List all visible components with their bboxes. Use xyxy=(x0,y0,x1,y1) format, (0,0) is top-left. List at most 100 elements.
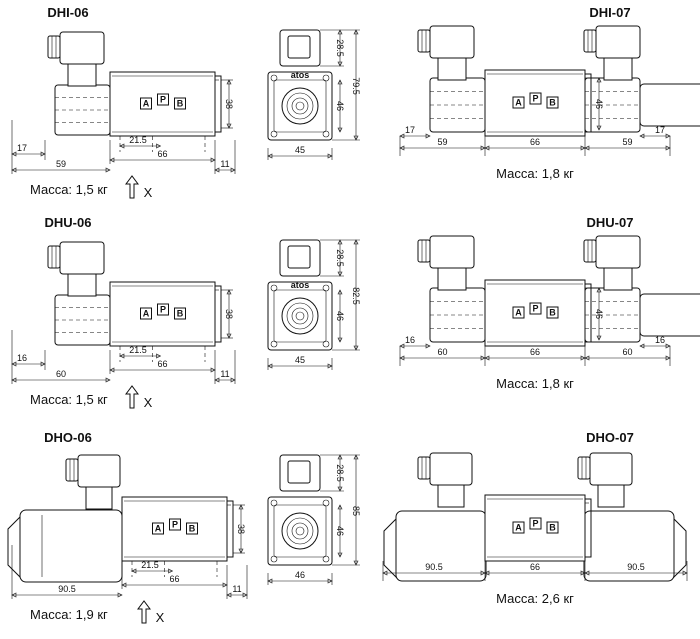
bore-ring xyxy=(281,512,319,550)
port-p-box xyxy=(529,517,542,530)
dimension-arrow xyxy=(484,355,490,361)
dim-total: 82.5 xyxy=(351,287,361,305)
port-p-label: P xyxy=(532,304,538,314)
port-p-label: P xyxy=(532,519,538,529)
solenoid-tube xyxy=(19,509,123,583)
dimension-arrow xyxy=(353,454,359,460)
dimension-arrow xyxy=(580,145,586,151)
dim-height: 46 xyxy=(594,99,604,109)
dimension-arrow xyxy=(596,125,602,131)
dimension-arrow xyxy=(11,167,17,173)
port-a-label: A xyxy=(143,99,150,109)
dim-mid: 46 xyxy=(335,526,345,536)
dim-right: 11 xyxy=(220,369,229,379)
dimension-arrow xyxy=(267,153,273,159)
dim-mid: 66 xyxy=(157,359,167,369)
dim-height: 38 xyxy=(224,99,234,109)
port-p-box xyxy=(529,92,542,105)
override-cap-left xyxy=(383,516,399,580)
dimension-arrow xyxy=(214,167,220,173)
dimension-arrow xyxy=(168,568,174,574)
body-flange xyxy=(215,75,222,133)
dimension-arrow xyxy=(109,157,115,163)
connector-neck xyxy=(437,267,467,291)
mount-screw xyxy=(270,340,278,348)
dim-total: 60 xyxy=(56,369,66,379)
dimension-arrow xyxy=(480,145,486,151)
brand-mark: atos xyxy=(291,280,310,290)
dimension-arrow xyxy=(484,570,490,576)
dimension-arrow xyxy=(337,79,343,85)
bore-ring xyxy=(286,517,314,545)
dimension-arrow xyxy=(580,570,586,576)
dimension-arrow xyxy=(353,135,359,141)
manual-override xyxy=(639,293,700,337)
dim-left-total: 59 xyxy=(437,137,447,147)
dimension-arrow xyxy=(11,377,17,383)
section-body xyxy=(267,496,333,566)
dimension-arrow xyxy=(353,560,359,566)
dimension-arrow xyxy=(665,145,671,151)
dimension-arrow xyxy=(117,592,123,598)
dimension-arrow xyxy=(105,167,111,173)
dimension-arrow xyxy=(584,355,590,361)
dimension-arrow xyxy=(230,167,236,173)
dim-mid: 66 xyxy=(530,137,540,147)
cable-gland xyxy=(583,239,597,263)
section-body xyxy=(267,281,333,351)
dimension-arrow xyxy=(596,335,602,341)
dimension-arrow xyxy=(337,504,343,510)
dimension-arrow xyxy=(238,548,244,554)
mount-screw xyxy=(322,74,330,82)
dimension-arrow xyxy=(337,127,343,133)
dim-left-override: 16 xyxy=(405,335,415,345)
mount-screw xyxy=(270,555,278,563)
dimension-arrow xyxy=(337,29,343,35)
dimension-arrow xyxy=(337,289,343,295)
mount-screw xyxy=(322,284,330,292)
dimension-arrow xyxy=(399,145,405,151)
dimension-arrow xyxy=(337,486,343,492)
cable-gland xyxy=(583,29,597,53)
dimension-arrow xyxy=(105,377,111,383)
connector-housing xyxy=(595,235,641,269)
x-arrow xyxy=(125,175,139,199)
dimension-arrow xyxy=(425,343,431,349)
dim-total: 59 xyxy=(56,159,66,169)
section-body xyxy=(267,71,333,141)
port-b-box xyxy=(546,521,559,534)
port-b-label: B xyxy=(177,309,184,319)
dimension-arrow xyxy=(230,377,236,383)
dim-inner: 21.5 xyxy=(129,345,147,355)
cable-gland xyxy=(417,239,431,263)
dimension-arrow xyxy=(337,271,343,277)
model-title: DHU-07 xyxy=(587,215,634,230)
port-a-label: A xyxy=(515,308,522,318)
dimension-arrow xyxy=(327,153,333,159)
dimension-arrow xyxy=(337,454,343,460)
dim-mid: 66 xyxy=(530,347,540,357)
dim-right-total: 60 xyxy=(622,347,632,357)
dimension-arrow xyxy=(327,578,333,584)
mount-screw xyxy=(270,284,278,292)
port-a-box xyxy=(512,306,525,319)
port-b-label: B xyxy=(549,98,556,108)
port-p-box xyxy=(169,518,181,531)
dimension-arrow xyxy=(353,345,359,351)
dimension-arrow xyxy=(337,337,343,343)
dimension-arrow xyxy=(639,133,645,139)
dim-height: 46 xyxy=(594,309,604,319)
connector-neck xyxy=(597,484,625,508)
port-p-label: P xyxy=(532,94,538,104)
dim-mid: 46 xyxy=(335,101,345,111)
bore-ring xyxy=(295,101,305,111)
mass-label: Масса: 1,5 кг xyxy=(30,392,108,407)
connector-housing xyxy=(77,454,121,488)
dim-right-total: 59 xyxy=(622,137,632,147)
dimension-arrow xyxy=(480,570,486,576)
dim-left-override: 17 xyxy=(405,125,415,135)
port-p-label: P xyxy=(160,305,166,315)
connector-socket xyxy=(287,460,311,484)
